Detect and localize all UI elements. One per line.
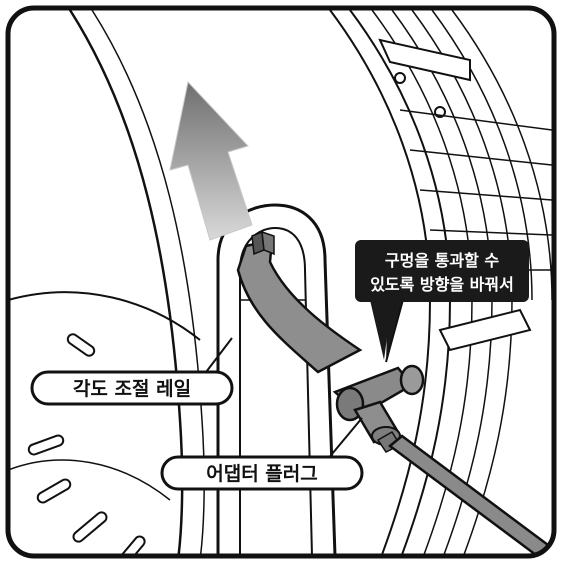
callout-adapter: 어댑터 플러그 bbox=[162, 457, 362, 489]
callout-rail: 각도 조절 레일 bbox=[32, 372, 232, 404]
adapter-label: 어댑터 플러그 bbox=[206, 463, 318, 485]
rail-label: 각도 조절 레일 bbox=[73, 378, 191, 400]
note-line-2: 있도록 방향을 바꿔서 bbox=[370, 275, 514, 294]
angle-rail bbox=[218, 205, 335, 556]
note-line-1: 구멍을 통과할 수 bbox=[385, 251, 499, 270]
